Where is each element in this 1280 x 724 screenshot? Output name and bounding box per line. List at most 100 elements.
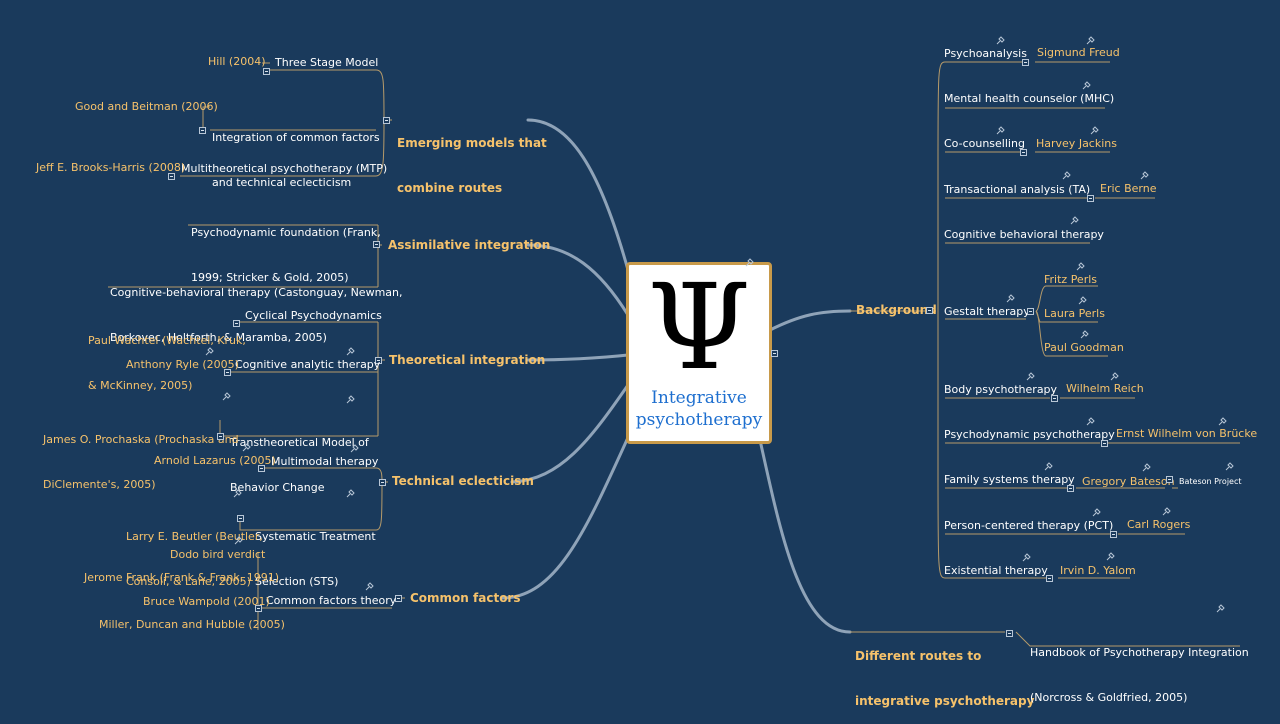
collapse-psychoanalysis-icon[interactable] [1022, 59, 1029, 66]
collapse-gestalt-icon[interactable] [1027, 308, 1034, 315]
collapse-psychodynamic-icon[interactable] [1101, 440, 1108, 447]
node-eric-berne[interactable]: Eric Berne [1100, 182, 1157, 195]
collapse-theoretical-icon[interactable] [375, 357, 382, 364]
node-psychodynamic-psychotherapy[interactable]: Psychodynamic psychotherapy [944, 428, 1115, 441]
link-icon[interactable] [1022, 553, 1031, 562]
link-icon[interactable] [1082, 81, 1091, 90]
link-icon[interactable] [996, 36, 1005, 45]
link-icon[interactable] [350, 444, 359, 453]
collapse-background-icon[interactable] [926, 307, 933, 314]
node-body-psychotherapy[interactable]: Body psychotherapy [944, 383, 1058, 396]
node-sts[interactable]: Systematic Treatment Selection (STS) [255, 499, 376, 604]
link-icon[interactable] [1086, 36, 1095, 45]
node-mhc[interactable]: Mental health counselor (MHC) [944, 92, 1115, 105]
node-transtheoretical-model[interactable]: Transtheoretical Model of Behavior Chang… [230, 405, 369, 510]
link-icon[interactable] [1225, 462, 1234, 471]
collapse-existential-icon[interactable] [1046, 575, 1053, 582]
node-bateson-project[interactable]: Bateson Project [1179, 477, 1242, 486]
link-icon[interactable] [346, 347, 355, 356]
node-dodo-bird-verdict[interactable]: Dodo bird verdict [170, 548, 266, 561]
collapse-cyclical-icon[interactable] [233, 320, 240, 327]
node-carl-rogers[interactable]: Carl Rogers [1127, 518, 1191, 531]
node-irvin-yalom[interactable]: Irvin D. Yalom [1060, 564, 1136, 577]
node-cbt-castonguay[interactable]: Cognitive-behavioral therapy (Castonguay… [110, 255, 403, 360]
link-icon[interactable] [1092, 508, 1101, 517]
node-handbook[interactable]: Handbook of Psychotherapy Integration (N… [1030, 615, 1249, 720]
link-icon[interactable] [242, 443, 251, 452]
collapse-common-icon[interactable] [395, 595, 402, 602]
link-icon[interactable] [1080, 330, 1089, 339]
node-integration-common-factors[interactable]: Integration of common factors and techni… [212, 100, 380, 205]
collapse-emerging-icon[interactable] [383, 117, 390, 124]
node-transactional-analysis[interactable]: Transactional analysis (TA) [944, 183, 1091, 196]
topic-common-factors[interactable]: Common factors [410, 591, 521, 605]
node-hill-2004[interactable]: Hill (2004) [208, 55, 266, 68]
node-bruce-wampold[interactable]: Bruce Wampold (2001) [143, 595, 270, 608]
link-icon[interactable] [1140, 171, 1149, 180]
collapse-cocounselling-icon[interactable] [1020, 149, 1027, 156]
collapse-family-icon[interactable] [1067, 485, 1074, 492]
node-three-stage-model[interactable]: Three Stage Model [275, 56, 379, 69]
topic-theoretical-integration[interactable]: Theoretical integration [389, 353, 546, 367]
link-icon[interactable] [233, 489, 242, 498]
node-jerome-frank[interactable]: Jerome Frank (Frank & Frank, 1991) [84, 571, 280, 584]
node-ernst-von-brucke[interactable]: Ernst Wilhelm von Brücke [1116, 427, 1258, 440]
node-existential-therapy[interactable]: Existential therapy [944, 564, 1048, 577]
topic-emerging-models[interactable]: Emerging models that combine routes [397, 106, 547, 211]
node-fritz-perls[interactable]: Fritz Perls [1044, 273, 1098, 286]
link-icon[interactable] [346, 489, 355, 498]
node-common-factors-theory[interactable]: Common factors theory [266, 594, 397, 607]
collapse-ttm-icon[interactable] [217, 433, 224, 440]
collapse-ta-icon[interactable] [1087, 195, 1094, 202]
node-psychodynamic-foundation[interactable]: Psychodynamic foundation (Frank, 1999; S… [191, 195, 381, 300]
link-icon[interactable] [222, 392, 231, 401]
collapse-integration-icon[interactable] [199, 127, 206, 134]
collapse-center-icon[interactable] [771, 350, 778, 357]
link-icon[interactable] [1218, 417, 1227, 426]
node-family-systems-therapy[interactable]: Family systems therapy [944, 473, 1075, 486]
topic-background[interactable]: Background [856, 303, 937, 317]
node-paul-wachtel[interactable]: Paul Wachtel (Wachtel, Kruk, & McKinney,… [88, 303, 246, 408]
node-laura-perls[interactable]: Laura Perls [1044, 307, 1105, 320]
collapse-assimilative-icon[interactable] [373, 241, 380, 248]
node-mtp[interactable]: Multitheoretical psychotherapy (MTP) [181, 162, 388, 175]
node-cognitive-behavioral-therapy[interactable]: Cognitive behavioral therapy [944, 228, 1104, 241]
node-cognitive-analytic-therapy[interactable]: Cognitive analytic therapy [235, 358, 381, 371]
link-icon[interactable] [234, 536, 243, 545]
link-icon[interactable] [745, 258, 754, 267]
node-good-beitman[interactable]: Good and Beitman (2006) [75, 100, 218, 113]
node-larry-beutler[interactable]: Larry E. Beutler (Beutler, Consoli, & La… [126, 499, 263, 604]
node-harvey-jackins[interactable]: Harvey Jackins [1036, 137, 1117, 150]
collapse-three-stage-icon[interactable] [263, 68, 270, 75]
link-icon[interactable] [1044, 462, 1053, 471]
link-icon[interactable] [1076, 262, 1085, 271]
node-person-centered-therapy[interactable]: Person-centered therapy (PCT) [944, 519, 1114, 532]
collapse-routes-icon[interactable] [1006, 630, 1013, 637]
node-miller-duncan-hubble[interactable]: Miller, Duncan and Hubble (2005) [99, 618, 285, 631]
link-icon[interactable] [1026, 372, 1035, 381]
topic-technical-eclecticism[interactable]: Technical eclecticism [392, 474, 534, 488]
link-icon[interactable] [1162, 507, 1171, 516]
link-icon[interactable] [1090, 126, 1099, 135]
node-psychoanalysis[interactable]: Psychoanalysis [944, 47, 1027, 60]
node-gestalt-therapy[interactable]: Gestalt therapy [944, 305, 1030, 318]
collapse-multimodal-icon[interactable] [258, 465, 265, 472]
collapse-bateson-icon[interactable] [1166, 476, 1173, 483]
node-prochaska[interactable]: James O. Prochaska (Prochaska and DiClem… [43, 402, 239, 507]
node-brooks-harris[interactable]: Jeff E. Brooks-Harris (2008) [36, 161, 186, 174]
link-icon[interactable] [1078, 296, 1087, 305]
link-icon[interactable] [1062, 171, 1071, 180]
collapse-body-icon[interactable] [1051, 395, 1058, 402]
link-icon[interactable] [1216, 604, 1225, 613]
node-co-counselling[interactable]: Co-counselling [944, 137, 1025, 150]
node-gregory-bateson[interactable]: Gregory Bateson [1082, 475, 1175, 488]
collapse-sts-icon[interactable] [237, 515, 244, 522]
node-multimodal-therapy[interactable]: Multimodal therapy [271, 455, 379, 468]
link-icon[interactable] [346, 395, 355, 404]
topic-assimilative-integration[interactable]: Assimilative integration [388, 238, 551, 252]
link-icon[interactable] [1086, 417, 1095, 426]
node-wilhelm-reich[interactable]: Wilhelm Reich [1066, 382, 1144, 395]
link-icon[interactable] [1006, 294, 1015, 303]
central-topic[interactable]: Ψ Integrative psychotherapy [626, 262, 772, 444]
link-icon[interactable] [205, 347, 214, 356]
